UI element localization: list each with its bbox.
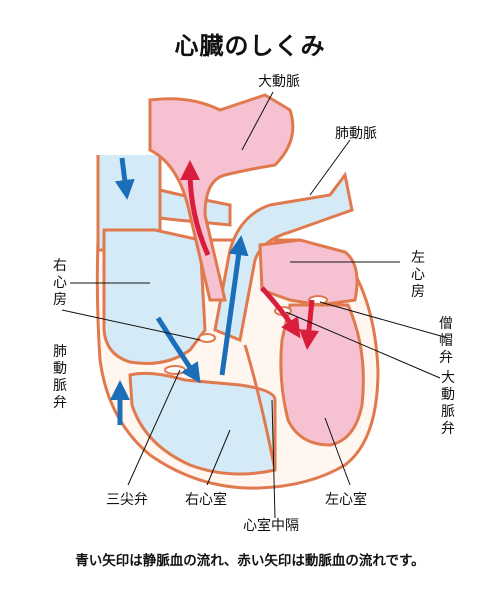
red-arrow-aorta-up: [180, 160, 211, 257]
caption: 青い矢印は静脈血の流れ、赤い矢印は動脈血の流れです。: [75, 553, 425, 569]
leader-right-ventricle: [206, 429, 231, 486]
label-pulmonary-valve: 肺動脈弁: [53, 344, 67, 411]
blue-arrow-rv-pulm: [219, 235, 249, 376]
leader-aortic-valve: [285, 311, 441, 379]
label-mitral-valve: 僧帽弁: [439, 316, 453, 366]
right-ventricle-chamber: [128, 371, 277, 476]
leader-septum: [271, 399, 276, 519]
leader-aorta: [241, 91, 274, 151]
tricuspid-valve-shape: [164, 365, 186, 375]
leader-left-ventricle: [324, 417, 351, 486]
label-right-atrium: 右心房: [53, 258, 67, 308]
diagram-title: 心臓のしくみ: [174, 32, 326, 60]
blue-arrow-ra-rv: [155, 316, 201, 384]
label-left-ventricle: 左心室: [325, 492, 367, 508]
label-left-atrium: 左心房: [411, 250, 425, 300]
right-atrium-chamber: [102, 228, 207, 365]
blue-arrow-svc: [114, 157, 135, 200]
red-arrow-la-lv: [260, 286, 301, 339]
leader-pulmonary-artery: [309, 139, 351, 196]
red-arrow-lv: [299, 299, 319, 350]
left-atrium-chamber: [258, 238, 359, 307]
leader-pulmonary-valve: [61, 309, 201, 341]
label-aorta: 大動脈: [258, 74, 300, 90]
septum-wall: [243, 344, 277, 471]
label-aortic-valve: 大動脈弁: [441, 370, 455, 437]
leader-mitral-valve: [319, 301, 449, 339]
label-septum: 心室中隔: [243, 518, 299, 534]
label-tricuspid-valve: 三尖弁: [106, 492, 148, 508]
aorta-vessel: [148, 93, 295, 302]
label-right-ventricle: 右心室: [185, 492, 227, 508]
label-pulmonary-artery: 肺動脈: [335, 126, 377, 142]
leader-tricuspid-valve: [127, 369, 181, 486]
pulmonary-valve-shape: [198, 333, 216, 343]
